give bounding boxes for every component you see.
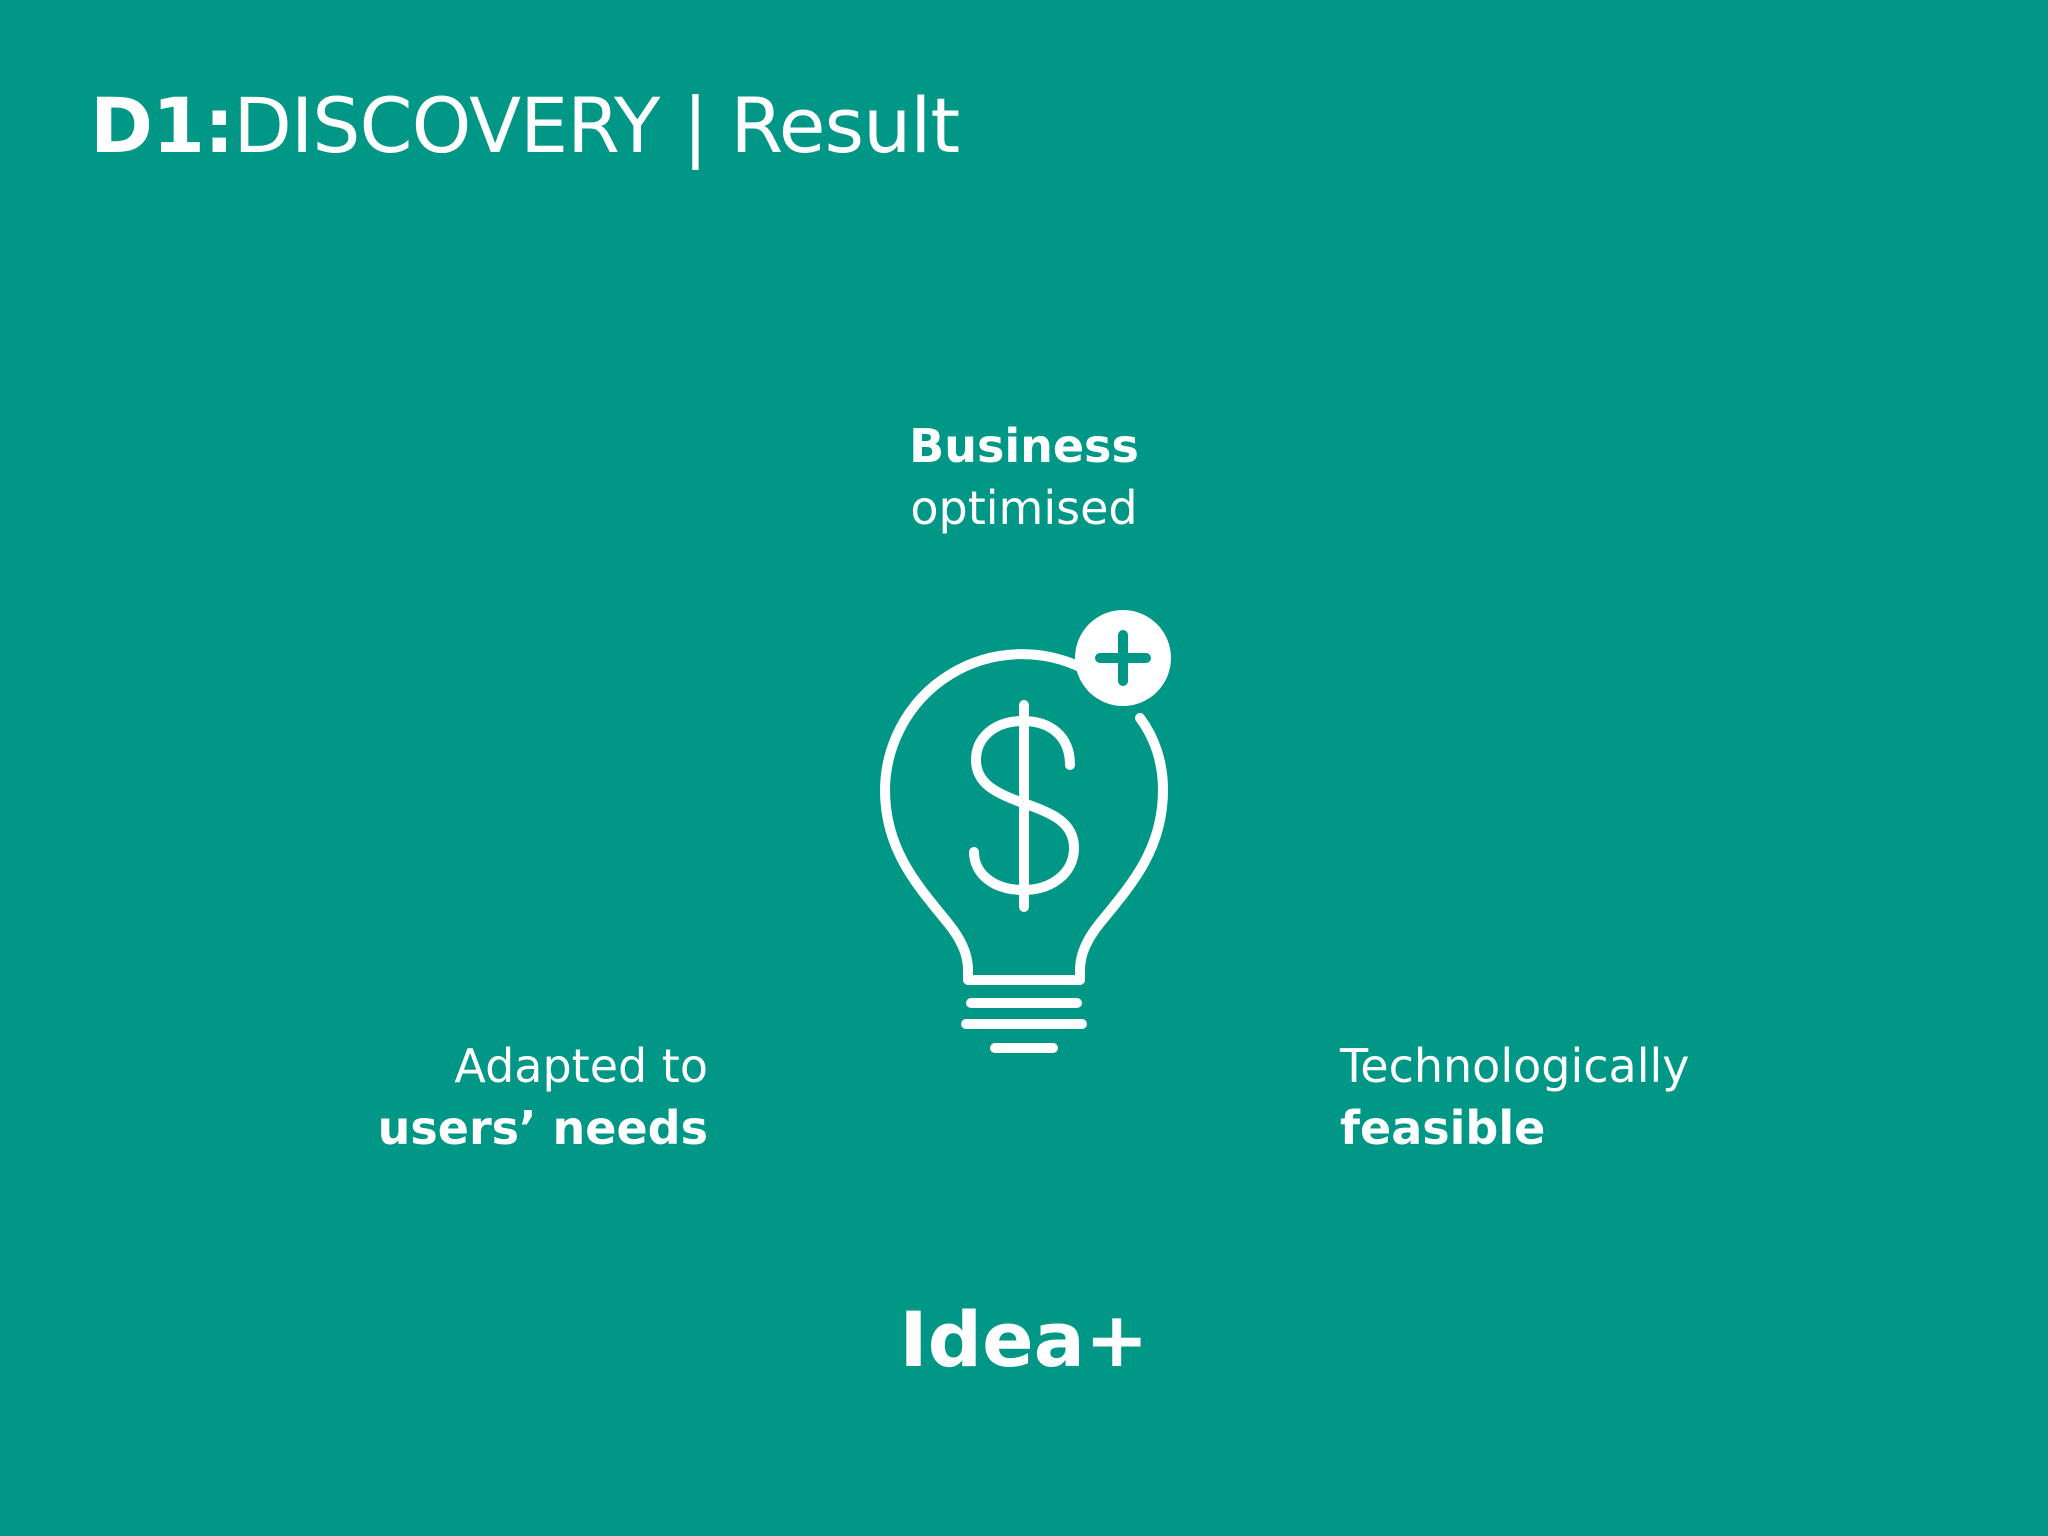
users-needs-label-normal: Adapted to — [454, 1039, 708, 1093]
feasible-label-bold: feasible — [1340, 1101, 1546, 1155]
feasible-label-normal: Technologically — [1340, 1039, 1690, 1093]
lightbulb-dollar-plus-icon — [880, 610, 1171, 1053]
title-text: DISCOVERY | Result — [233, 81, 960, 170]
bulb-outline — [880, 649, 1168, 985]
users-needs-label: Adapted to users’ needs — [330, 1035, 708, 1159]
business-label: Business optimised — [824, 415, 1224, 539]
business-label-normal: optimised — [910, 481, 1138, 535]
page-title: D1:DISCOVERY | Result — [90, 78, 960, 174]
users-needs-label-bold: users’ needs — [377, 1101, 708, 1155]
business-label-bold: Business — [909, 419, 1139, 473]
title-prefix: D1: — [90, 81, 234, 170]
result-label: Idea+ — [899, 1295, 1149, 1384]
feasible-label: Technologically feasible — [1340, 1035, 1840, 1159]
